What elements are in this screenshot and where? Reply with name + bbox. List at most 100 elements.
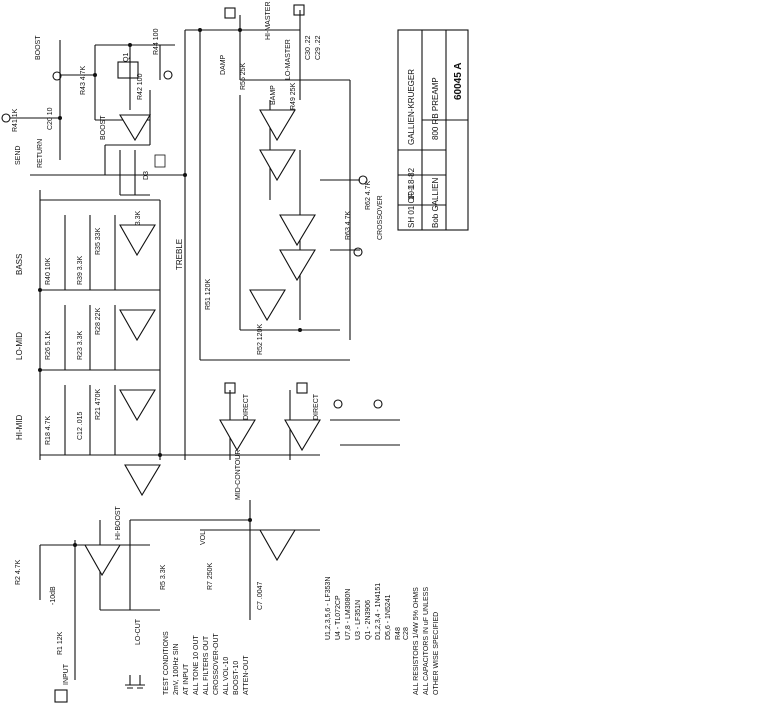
db-label: -10dB: [50, 586, 57, 605]
r55-label: R55 25K: [240, 62, 247, 90]
r63-label: R63 4.7K: [345, 210, 352, 240]
lo-master-label: LO-MASTER: [285, 39, 292, 80]
c29-label: C29 .22: [315, 35, 322, 60]
r2-label: R2 4.7K: [15, 559, 22, 585]
r42-label: R42 100: [137, 73, 144, 100]
send-label: SEND: [15, 146, 22, 165]
title-company: GALLIEN-KRUEGER: [407, 69, 416, 145]
note-3: U3 - LF351N: [355, 600, 362, 640]
note-8: C28: [403, 627, 410, 640]
title-sheet: SH 01 OF 1: [407, 185, 416, 228]
test-line-1: 2mV, 100Hz SIN: [173, 644, 180, 696]
r49-label: R49 25K: [290, 82, 297, 110]
opamp-symbols: [84, 109, 321, 577]
test-line-7: BOOST-10: [233, 661, 240, 695]
r1-label: R1 12K: [57, 631, 64, 655]
c7-label: C7 .0047: [257, 581, 264, 610]
opamp-u5b: [119, 309, 156, 342]
r43-label: R43 4.7K: [80, 65, 87, 95]
bass-label: BASS: [15, 254, 24, 275]
r62-label: R62 4.7K: [365, 180, 372, 210]
hi-master-label: HI-MASTER: [265, 2, 272, 41]
lo-cut-label: LO-CUT: [135, 618, 142, 645]
title-drawing: 800 RB PREAMP: [431, 77, 440, 140]
note-0: U1,2,3,5,6 - LF353N: [325, 577, 332, 640]
crossover-label: CROSSOVER: [377, 195, 384, 240]
r18-label: R18 4.7K: [45, 415, 52, 445]
r28-label: R28 22K: [95, 307, 102, 335]
opamp-u4a: [219, 419, 256, 452]
r52-label: R52 120K: [257, 324, 264, 355]
title-number: 60045 A: [453, 63, 464, 100]
boost-pot-label: BOOST: [100, 115, 107, 140]
title-block: GALLIEN-KRUEGER 800 RB PREAMP 10-18-82 B…: [397, 29, 469, 231]
r39-label: R39 3.3K: [77, 255, 84, 285]
notes-block: U1,2,3,5,6 - LF353N U4 - TL072CP U7,8 - …: [325, 577, 440, 695]
boost-label: BOOST: [35, 35, 42, 60]
r23-label: R23 3.3K: [77, 330, 84, 360]
c20-label: C20 10: [47, 107, 54, 130]
note-7: R48: [395, 627, 402, 640]
d3-label: D3: [143, 171, 150, 180]
hi-mid-label: HI-MID: [15, 414, 24, 440]
opamp-u2b: [259, 529, 296, 562]
opamp-u8: [279, 214, 316, 247]
r5-label: R5 3.3K: [160, 564, 167, 590]
title-drawn-by: Bob GALLIEN: [431, 178, 440, 228]
input-label: INPUT: [63, 663, 70, 685]
tone-stack: BASS TREBLE LO-MID HI-MID R40 10K R39 3.…: [15, 190, 185, 460]
q1-label: Q1: [123, 53, 130, 62]
test-conditions: TEST CONDITIONS 2mV, 100Hz SIN AT INPUT …: [163, 631, 250, 695]
opamp-u7: [279, 249, 316, 282]
direct2-label: DIRECT: [313, 393, 320, 420]
direct-out-section: DIRECT DIRECT: [185, 382, 400, 460]
treble-label: TREBLE: [175, 239, 184, 270]
test-line-8: ATTEN-OUT: [243, 655, 250, 695]
junction-dots: [38, 28, 302, 547]
return-label: RETURN: [37, 139, 44, 168]
note-5: D1,2,3,4 - 1N4151: [375, 583, 382, 640]
opamp-u5a: [119, 389, 156, 422]
r41-label: R41 1K: [12, 108, 19, 132]
opamp-u3: [259, 109, 296, 142]
opamp-u1b: [119, 114, 151, 142]
opamp-u3b: [259, 149, 296, 182]
r26-label: R26 5.1K: [45, 330, 52, 360]
hi-boost-label: HI-BOOST: [115, 505, 122, 540]
r51-label: R51 120K: [205, 279, 212, 310]
opamp-u1: [84, 544, 121, 577]
damp-label: DAMP: [220, 54, 227, 75]
test-line-4: ALL FILTERS OUT: [203, 635, 210, 695]
opamp-u6a: [119, 224, 156, 257]
opamp-u6b: [249, 289, 286, 322]
r35-label: R35 33K: [95, 227, 102, 255]
ground-symbols: [125, 675, 145, 689]
r21-label: R21 470K: [95, 389, 102, 420]
vol-label: VOL: [200, 531, 207, 545]
mid-contour-label: MID-CONTOUR: [235, 450, 242, 500]
note-10: ALL CAPACITORS IN uF UNLESS: [423, 587, 430, 695]
note-1: U4 - TL072CP: [335, 595, 342, 640]
r40-label: R40 10K: [45, 257, 52, 285]
test-line-5: CROSSOVER-OUT: [213, 632, 220, 695]
test-line-2: AT INPUT: [183, 663, 190, 695]
crossover-section: DAMP LO-MASTER HI-MASTER BAMP CROSSOVER …: [199, 2, 384, 361]
note-6: D5,6 - 1N5241: [385, 594, 392, 640]
direct1-label: DIRECT: [243, 393, 250, 420]
r7-label: R7 250K: [207, 562, 214, 590]
r44-label: R44 100: [153, 28, 160, 55]
boost-section: BOOST BOOST SEND RETURN R41 1K C20 10 R4…: [1, 28, 240, 460]
c12-label: C12 .015: [77, 411, 84, 440]
test-line-6: ALL VOL-10: [223, 657, 230, 695]
opamp-u2: [124, 464, 161, 497]
note-2: U7,8 - LM3080N: [345, 589, 352, 640]
test-line-0: TEST CONDITIONS: [163, 631, 170, 695]
note-11: OTHER WISE SPECIFIED: [433, 612, 440, 695]
title-date: 10-18-82: [407, 167, 416, 200]
note-9: ALL RESISTORS 1/4W 5% OHMS: [413, 587, 420, 695]
note-4: Q1 - 2N3906: [365, 600, 372, 640]
bamp-label: BAMP: [270, 85, 277, 105]
test-line-3: ALL TONE 10 OUT: [193, 634, 200, 695]
